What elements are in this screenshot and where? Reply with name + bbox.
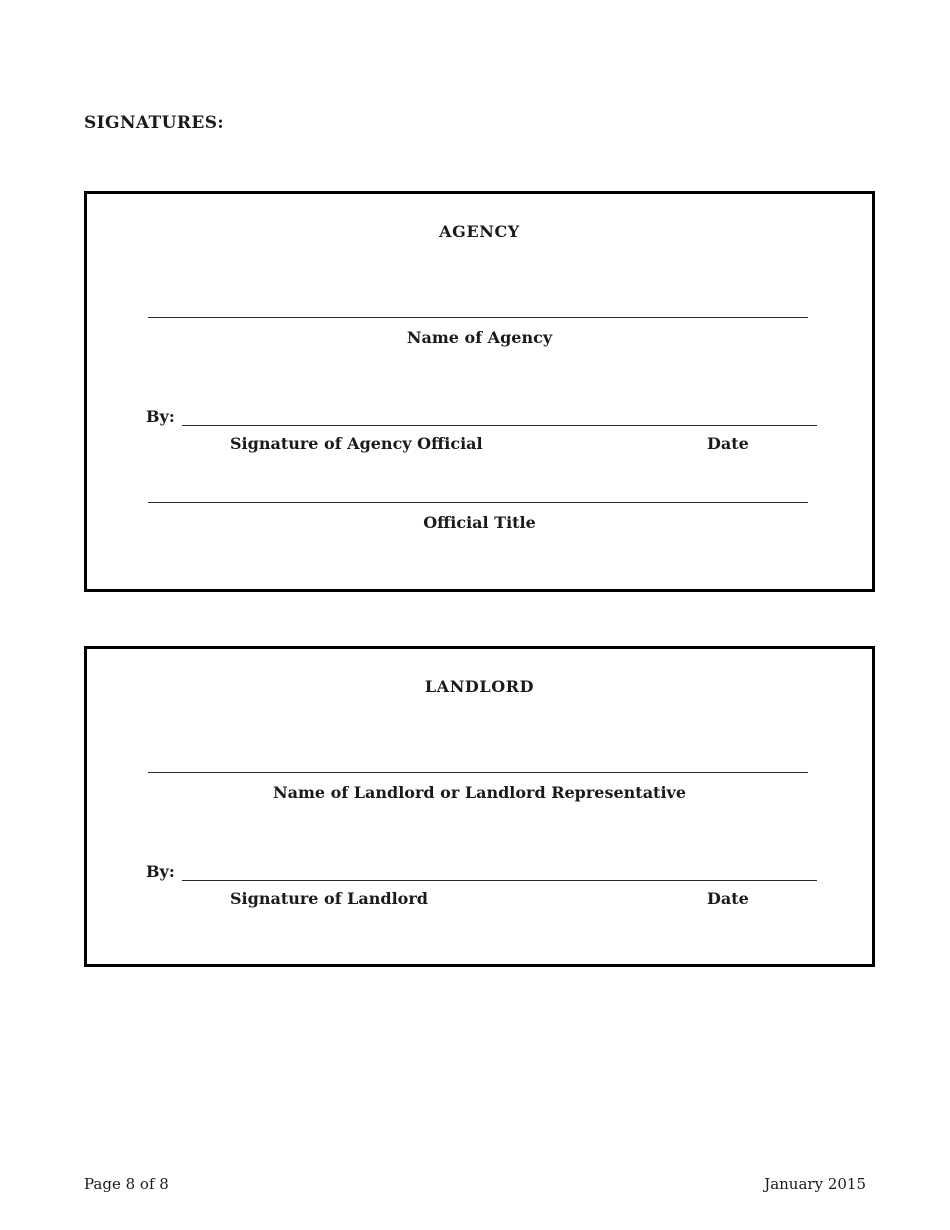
agency-name-signature-line: [148, 317, 808, 318]
agency-date-label: Date: [707, 434, 749, 453]
agency-by-signature-line: [182, 425, 817, 426]
agency-signature-of-official-label: Signature of Agency Official: [230, 434, 483, 453]
landlord-by-label: By:: [146, 862, 175, 881]
landlord-by-signature-line: [182, 880, 817, 881]
agency-name-label: Name of Agency: [406, 328, 553, 347]
signatures-heading: SIGNATURES:: [84, 113, 225, 133]
agency-box-title: AGENCY: [439, 222, 520, 241]
landlord-signature-box: LANDLORD Name of Landlord or Landlord Re…: [84, 646, 875, 967]
agency-official-title-label: Official Title: [423, 513, 536, 532]
agency-signature-box: AGENCY Name of Agency By: Signature of A…: [84, 191, 875, 592]
agency-by-label: By:: [146, 407, 175, 426]
agency-official-title-line: [148, 502, 808, 503]
landlord-name-label: Name of Landlord or Landlord Representat…: [272, 783, 686, 802]
footer-revision-date: January 2015: [764, 1175, 866, 1193]
landlord-date-label: Date: [707, 889, 749, 908]
landlord-box-title: LANDLORD: [424, 677, 535, 696]
footer-page-number: Page 8 of 8: [84, 1175, 169, 1193]
landlord-name-signature-line: [148, 772, 808, 773]
landlord-signature-label: Signature of Landlord: [230, 889, 428, 908]
